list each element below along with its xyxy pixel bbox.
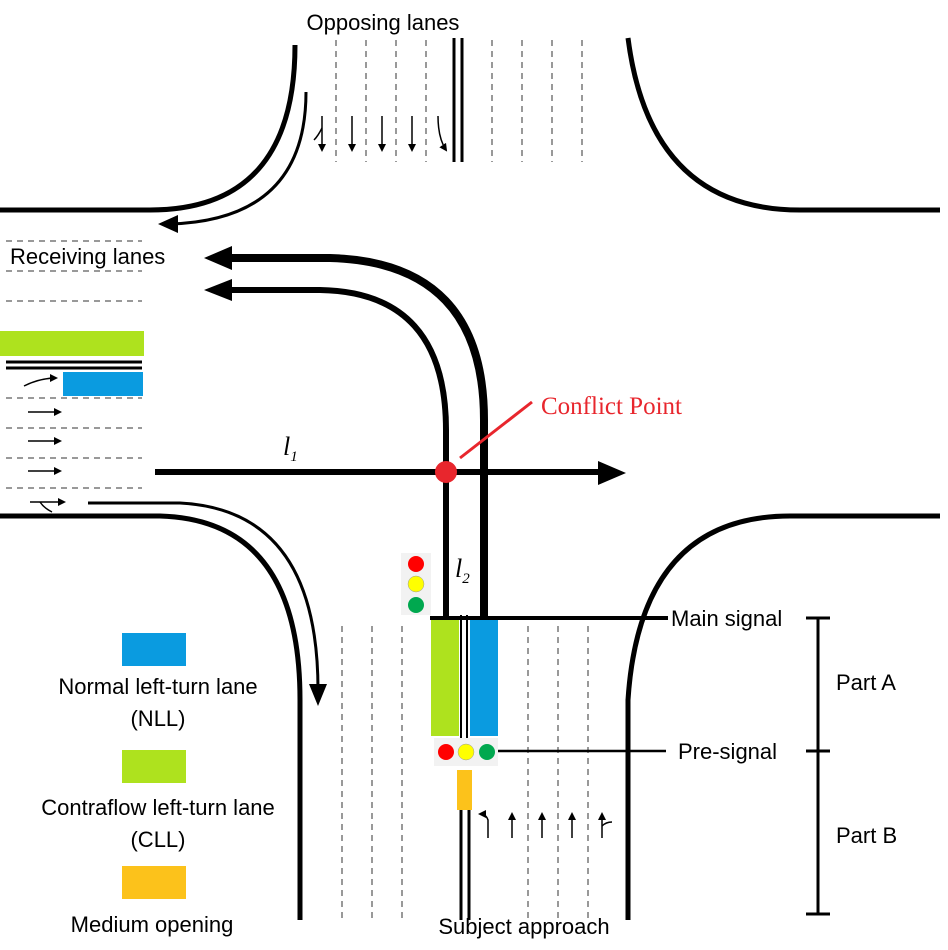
subject-approach-lanes	[341, 615, 668, 920]
part-bracket	[806, 616, 830, 916]
receiving-lanes-label: Receiving lanes	[10, 244, 165, 269]
legend-cll-line2: (CLL)	[130, 827, 185, 852]
road-edges	[0, 37, 940, 920]
l1-letter: l	[283, 432, 290, 461]
l1-through-arrow	[155, 461, 626, 485]
nll-left-block	[63, 372, 143, 396]
main-signal-green-light	[408, 597, 424, 613]
curb-top-right	[625, 37, 940, 213]
pre-signal-yellow-light	[457, 743, 475, 761]
opposing-lanes-label: Opposing lanes	[307, 10, 460, 35]
legend-medium-opening-swatch	[122, 866, 186, 899]
legend-nll-line1: Normal left-turn lane	[58, 674, 257, 699]
l2-letter: l	[455, 554, 462, 583]
nll-lane-block	[470, 618, 498, 736]
opposing-right-turn-arrow	[169, 91, 308, 226]
pre-signal-green-light	[479, 744, 495, 760]
part-a-label: Part A	[836, 670, 896, 695]
main-signal-label: Main signal	[671, 606, 782, 631]
curb-bottom-left	[0, 513, 303, 920]
main-signal-head	[401, 553, 431, 615]
l2-subscript: 2	[462, 571, 470, 587]
part-b-label: Part B	[836, 823, 897, 848]
legend-cll-line1: Contraflow left-turn lane	[41, 795, 275, 820]
left-turn-paths	[204, 246, 488, 618]
legend-medium-opening-label: Medium opening	[71, 912, 234, 937]
cll-turn-path	[228, 287, 449, 618]
main-signal-yellow-light	[407, 575, 425, 593]
pre-signal-red-light	[438, 744, 454, 760]
legend-nll-line2: (NLL)	[130, 706, 185, 731]
pre-signal-label: Pre-signal	[678, 739, 777, 764]
legend-cll-swatch	[122, 750, 186, 783]
pre-signal-head	[434, 738, 498, 766]
cll-left-block	[0, 331, 144, 356]
l1-subscript: 1	[290, 449, 298, 465]
legend-nll-swatch	[122, 633, 186, 666]
conflict-point-label: Conflict Point	[541, 393, 682, 420]
main-signal-red-light	[408, 556, 424, 572]
curb-top-left	[0, 44, 298, 213]
l1-label: l1	[283, 432, 298, 465]
cll-lane-block	[431, 618, 459, 736]
legend	[122, 633, 186, 899]
left-approach-lanes	[0, 331, 327, 706]
medium-opening-block	[457, 770, 472, 810]
l2-label: l2	[455, 554, 470, 587]
subject-approach-label: Subject approach	[438, 914, 609, 939]
opposing-lanes-area	[158, 38, 583, 233]
left-approach-right-turn-arrow	[88, 501, 320, 691]
receiving-lanes-area	[6, 240, 142, 302]
curb-bottom-right	[625, 513, 940, 920]
conflict-point-marker	[435, 461, 457, 483]
nll-turn-path	[228, 254, 488, 618]
conflict-point	[435, 400, 533, 483]
